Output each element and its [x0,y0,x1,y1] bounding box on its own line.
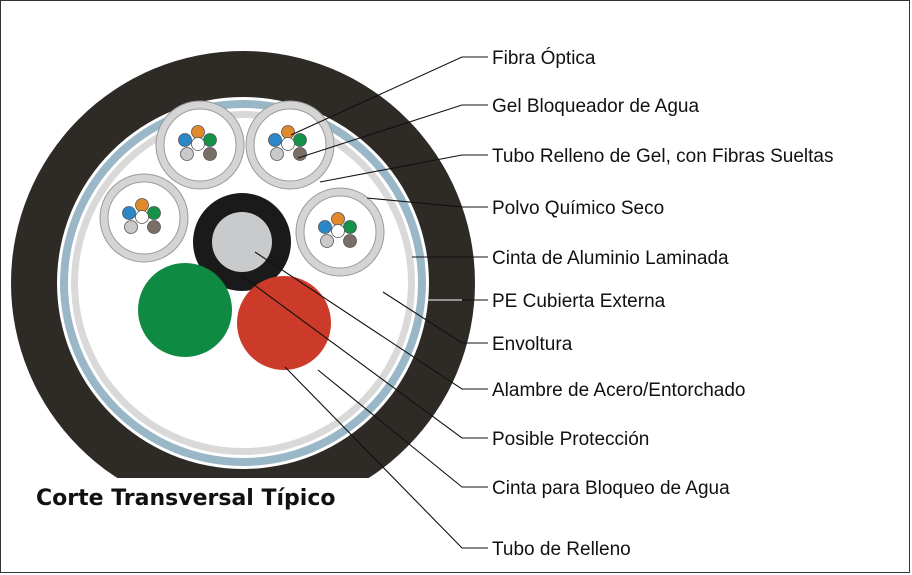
optical-fiber-1-1 [191,125,205,139]
label-polvo-quimico: Polvo Químico Seco [492,198,664,219]
loose-tubes [99,100,385,277]
optical-fiber-2-3 [268,133,282,147]
leader-gel-bloqueador [297,104,488,159]
optical-fiber-2-4 [281,137,295,151]
leader-alambre-acero [254,251,488,390]
central-strength-member [193,193,291,291]
optical-fiber-2-2 [293,133,307,147]
leader-posible-proteccion [241,275,488,439]
label-alambre-acero: Alambre de Acero/Entorchado [492,380,746,401]
optical-fiber-1-2 [203,133,217,147]
label-gel-bloqueador: Gel Bloqueador de Agua [492,96,699,117]
label-envoltura: Envoltura [492,334,573,355]
label-cinta-bloqueo: Cinta para Bloqueo de Agua [492,478,730,499]
leader-tubo-relleno-filler [284,366,488,549]
label-tubo-relleno-gel: Tubo Relleno de Gel, con Fibras Sueltas [492,146,833,167]
label-pe-cubierta: PE Cubierta Externa [492,291,666,312]
leader-envoltura [382,291,488,344]
optical-fiber-2-6 [293,147,307,161]
red-filler-tube [237,276,331,370]
optical-fiber-4-1 [331,212,345,226]
diagram-title: Corte Transversal Típico [36,486,336,511]
green-filler-tube [138,263,232,357]
optical-fiber-3-6 [147,220,161,234]
optical-fiber-4-2 [343,220,357,234]
optical-fiber-3-4 [135,210,149,224]
optical-fiber-4-6 [343,234,357,248]
optical-fiber-1-5 [180,147,194,161]
optical-fiber-3-5 [124,220,138,234]
optical-fiber-1-3 [178,133,192,147]
optical-fiber-4-3 [318,220,332,234]
optical-fiber-1-4 [191,137,205,151]
labels: Fibra Óptica Gel Bloqueador de Agua Tubo… [492,47,833,560]
optical-fiber-1-6 [203,147,217,161]
label-tubo-de-relleno: Tubo de Relleno [492,539,631,560]
leader-lines [241,56,488,549]
optical-fiber-3-2 [147,206,161,220]
leader-polvo-quimico [366,197,488,208]
optical-fiber-2-5 [270,147,284,161]
leader-tubo-relleno [319,154,488,183]
label-cinta-aluminio: Cinta de Aluminio Laminada [492,248,729,269]
leader-cinta-bloqueo [317,369,488,488]
optical-fiber-3-3 [122,206,136,220]
optical-fiber-2-1 [281,125,295,139]
label-fibra-optica: Fibra Óptica [492,47,596,69]
optical-fiber-4-5 [320,234,334,248]
label-posible-proteccion: Posible Protección [492,429,649,450]
title-backdrop [28,478,386,518]
steel-wire [212,212,272,272]
optical-fiber-3-1 [135,198,149,212]
optical-fiber-4-4 [331,224,345,238]
leader-fibra-optica [290,56,488,136]
